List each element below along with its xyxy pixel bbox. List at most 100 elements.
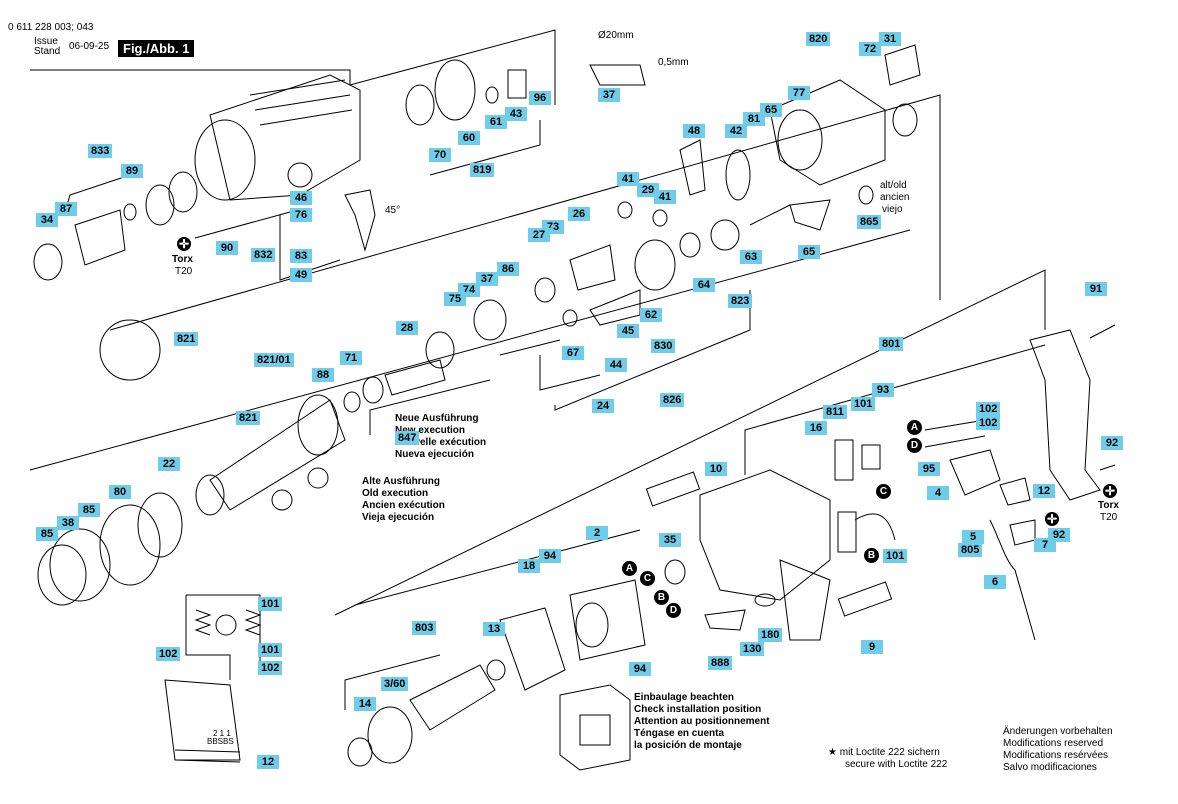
part-label[interactable]: 819 bbox=[470, 163, 495, 177]
part-label[interactable]: 847 bbox=[395, 431, 420, 445]
part-label[interactable]: 101 bbox=[258, 643, 283, 657]
part-label[interactable]: 81 bbox=[743, 112, 765, 126]
part-label[interactable]: 102 bbox=[976, 416, 1001, 430]
frame-line bbox=[29, 229, 911, 471]
part-label[interactable]: 92 bbox=[1101, 436, 1123, 450]
part-label[interactable]: 60 bbox=[458, 131, 480, 145]
part-label[interactable]: 37 bbox=[476, 272, 498, 286]
part-label[interactable]: 805 bbox=[958, 543, 983, 557]
part-label[interactable]: 92 bbox=[1048, 528, 1070, 542]
part-label[interactable]: 865 bbox=[857, 215, 882, 229]
part-label[interactable]: 72 bbox=[859, 42, 881, 56]
part-label[interactable]: 44 bbox=[605, 358, 627, 372]
part-label[interactable]: 46 bbox=[290, 191, 312, 205]
part-label[interactable]: 102 bbox=[976, 402, 1001, 416]
part-label[interactable]: 14 bbox=[354, 697, 376, 711]
part-label[interactable]: 18 bbox=[518, 559, 540, 573]
marker-a: A bbox=[622, 561, 637, 576]
torx-left-label: Torx bbox=[172, 254, 193, 265]
part-label[interactable]: 101 bbox=[883, 549, 908, 563]
part-label[interactable]: 10 bbox=[705, 462, 727, 476]
part-label[interactable]: 803 bbox=[412, 621, 437, 635]
part-label[interactable]: 13 bbox=[483, 622, 505, 636]
part-label[interactable]: 85 bbox=[36, 527, 58, 541]
part-label[interactable]: 48 bbox=[683, 124, 705, 138]
part-label[interactable]: 4 bbox=[927, 486, 949, 500]
part-label[interactable]: 88 bbox=[312, 368, 334, 382]
part-label[interactable]: 3/60 bbox=[381, 677, 409, 691]
part-label[interactable]: 102 bbox=[156, 647, 181, 661]
part-label[interactable]: 85 bbox=[78, 503, 100, 517]
part-label[interactable]: 22 bbox=[158, 457, 180, 471]
part-label[interactable]: 41 bbox=[617, 172, 639, 186]
part-label[interactable]: 820 bbox=[806, 32, 831, 46]
part-label[interactable]: 12 bbox=[1033, 484, 1055, 498]
part-label[interactable]: 76 bbox=[290, 208, 312, 222]
part-label[interactable]: 42 bbox=[725, 124, 747, 138]
part-label[interactable]: 75 bbox=[444, 292, 466, 306]
part-label[interactable]: 801 bbox=[879, 337, 904, 351]
part-label[interactable]: 821 bbox=[174, 332, 199, 346]
part-label[interactable]: 35 bbox=[659, 533, 681, 547]
part-label[interactable]: 31 bbox=[879, 32, 901, 46]
part-label[interactable]: 41 bbox=[654, 190, 676, 204]
part-label[interactable]: 49 bbox=[290, 268, 312, 282]
part-label[interactable]: 12 bbox=[257, 755, 279, 769]
part-label[interactable]: 45 bbox=[617, 324, 639, 338]
baffle-18 bbox=[499, 607, 566, 691]
part-label[interactable]: 9 bbox=[861, 640, 883, 654]
part-label[interactable]: 832 bbox=[251, 248, 276, 262]
part-label[interactable]: 62 bbox=[640, 308, 662, 322]
part-label[interactable]: 180 bbox=[758, 628, 783, 642]
part-label[interactable]: 80 bbox=[109, 485, 131, 499]
part-label[interactable]: 16 bbox=[805, 421, 827, 435]
loctite-de: ★ mit Loctite 222 sichern bbox=[828, 747, 940, 758]
part-label[interactable]: 89 bbox=[121, 164, 143, 178]
part-label[interactable]: 87 bbox=[55, 202, 77, 216]
part-label[interactable]: 94 bbox=[629, 662, 651, 676]
part-label[interactable]: 77 bbox=[788, 86, 810, 100]
part-label[interactable]: 28 bbox=[396, 321, 418, 335]
part-label[interactable]: 34 bbox=[36, 213, 58, 227]
part-label[interactable]: 830 bbox=[651, 339, 676, 353]
part-label[interactable]: 811 bbox=[823, 405, 847, 419]
part-label[interactable]: 888 bbox=[708, 656, 733, 670]
part-label[interactable]: 67 bbox=[562, 346, 584, 360]
part-label[interactable]: 43 bbox=[505, 107, 527, 121]
part-label[interactable]: 96 bbox=[529, 91, 551, 105]
part-label[interactable]: 27 bbox=[528, 228, 550, 242]
part-label[interactable]: 823 bbox=[728, 294, 753, 308]
part-label[interactable]: 821 bbox=[236, 411, 261, 425]
part-label[interactable]: 71 bbox=[340, 351, 362, 365]
part-label[interactable]: 821/01 bbox=[254, 353, 294, 367]
part-label[interactable]: 83 bbox=[290, 249, 312, 263]
part-label[interactable]: 24 bbox=[592, 399, 614, 413]
part-label[interactable]: 91 bbox=[1085, 282, 1107, 296]
part-label[interactable]: 101 bbox=[851, 397, 876, 411]
part-label[interactable]: 26 bbox=[568, 207, 590, 221]
part-label[interactable]: 826 bbox=[660, 393, 685, 407]
part-label[interactable]: 93 bbox=[872, 383, 894, 397]
part-label[interactable]: 130 bbox=[740, 642, 765, 656]
spindle-22 bbox=[209, 399, 346, 511]
part-label[interactable]: 101 bbox=[258, 597, 283, 611]
part-label[interactable]: 38 bbox=[57, 516, 79, 530]
part-label[interactable]: 70 bbox=[429, 148, 451, 162]
part-label[interactable]: 65 bbox=[760, 103, 782, 117]
part-label[interactable]: 94 bbox=[539, 549, 561, 563]
part-label[interactable]: 63 bbox=[740, 250, 762, 264]
part-label[interactable]: 833 bbox=[88, 144, 113, 158]
part-label[interactable]: 37 bbox=[598, 88, 620, 102]
part-label[interactable]: 102 bbox=[258, 661, 283, 675]
part-label[interactable]: 61 bbox=[485, 115, 507, 129]
part-label[interactable]: 6 bbox=[984, 575, 1006, 589]
part-label[interactable]: 29 bbox=[637, 183, 659, 197]
part-label[interactable]: 64 bbox=[693, 278, 715, 292]
part-label[interactable]: 90 bbox=[216, 241, 238, 255]
install-en: Check installation position bbox=[634, 704, 762, 715]
part-label[interactable]: 86 bbox=[497, 262, 519, 276]
part-label[interactable]: 65 bbox=[798, 245, 820, 259]
part-label[interactable]: 5 bbox=[962, 530, 984, 544]
part-label[interactable]: 95 bbox=[918, 462, 940, 476]
part-label[interactable]: 2 bbox=[586, 526, 608, 540]
